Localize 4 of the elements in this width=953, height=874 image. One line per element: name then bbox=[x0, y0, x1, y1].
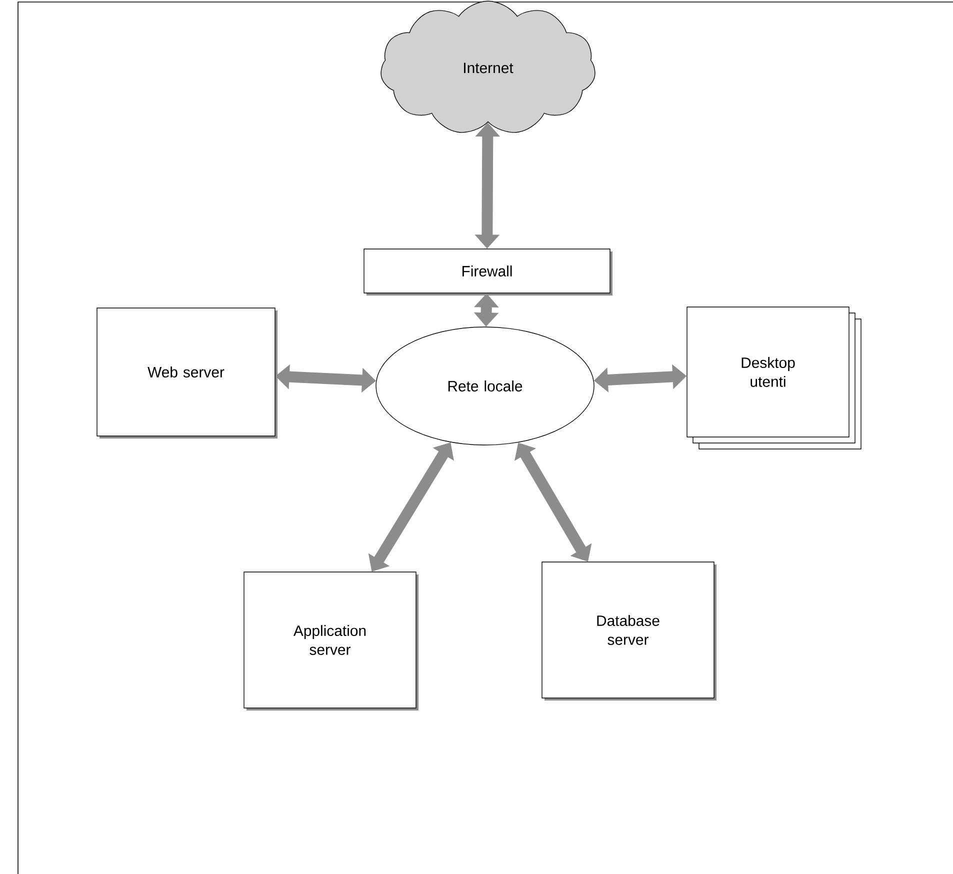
stacked-boxes: Desktop utenti bbox=[686, 306, 862, 450]
server-box: Web server bbox=[96, 308, 278, 438]
server-box: Database server bbox=[542, 562, 716, 700]
server-box: Application server bbox=[244, 572, 418, 710]
